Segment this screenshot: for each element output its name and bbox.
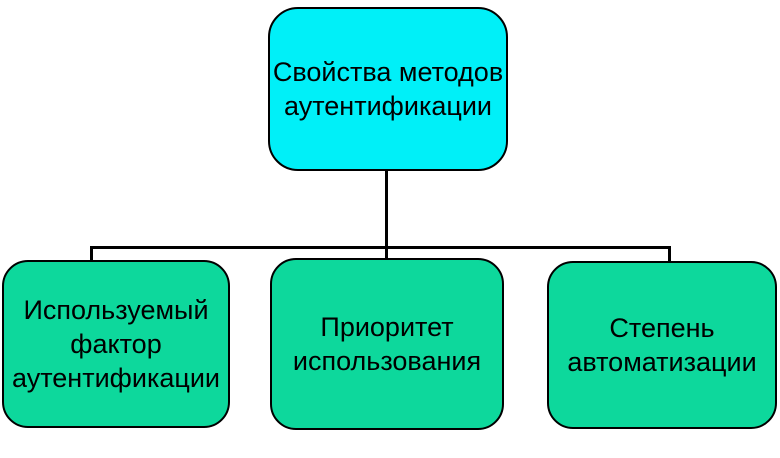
node-authentication-factor-label: Используемый фактор аутентификации xyxy=(12,295,220,393)
node-automation-degree-label: Степень автоматизации xyxy=(567,313,757,377)
node-usage-priority-label: Приоритет использования xyxy=(292,312,482,376)
node-authentication-factor: Используемый фактор аутентификации xyxy=(2,260,230,428)
node-root-label: Свойства методов аутентификации xyxy=(272,57,504,121)
node-automation-degree: Степень автоматизации xyxy=(547,261,777,429)
connector-right-drop xyxy=(668,246,671,264)
connector-left-drop xyxy=(90,246,93,263)
connector-horizontal xyxy=(90,246,671,249)
node-usage-priority: Приоритет использования xyxy=(270,258,504,430)
connector-root-vertical xyxy=(385,170,388,260)
node-authentication-method-properties: Свойства методов аутентификации xyxy=(268,7,508,171)
